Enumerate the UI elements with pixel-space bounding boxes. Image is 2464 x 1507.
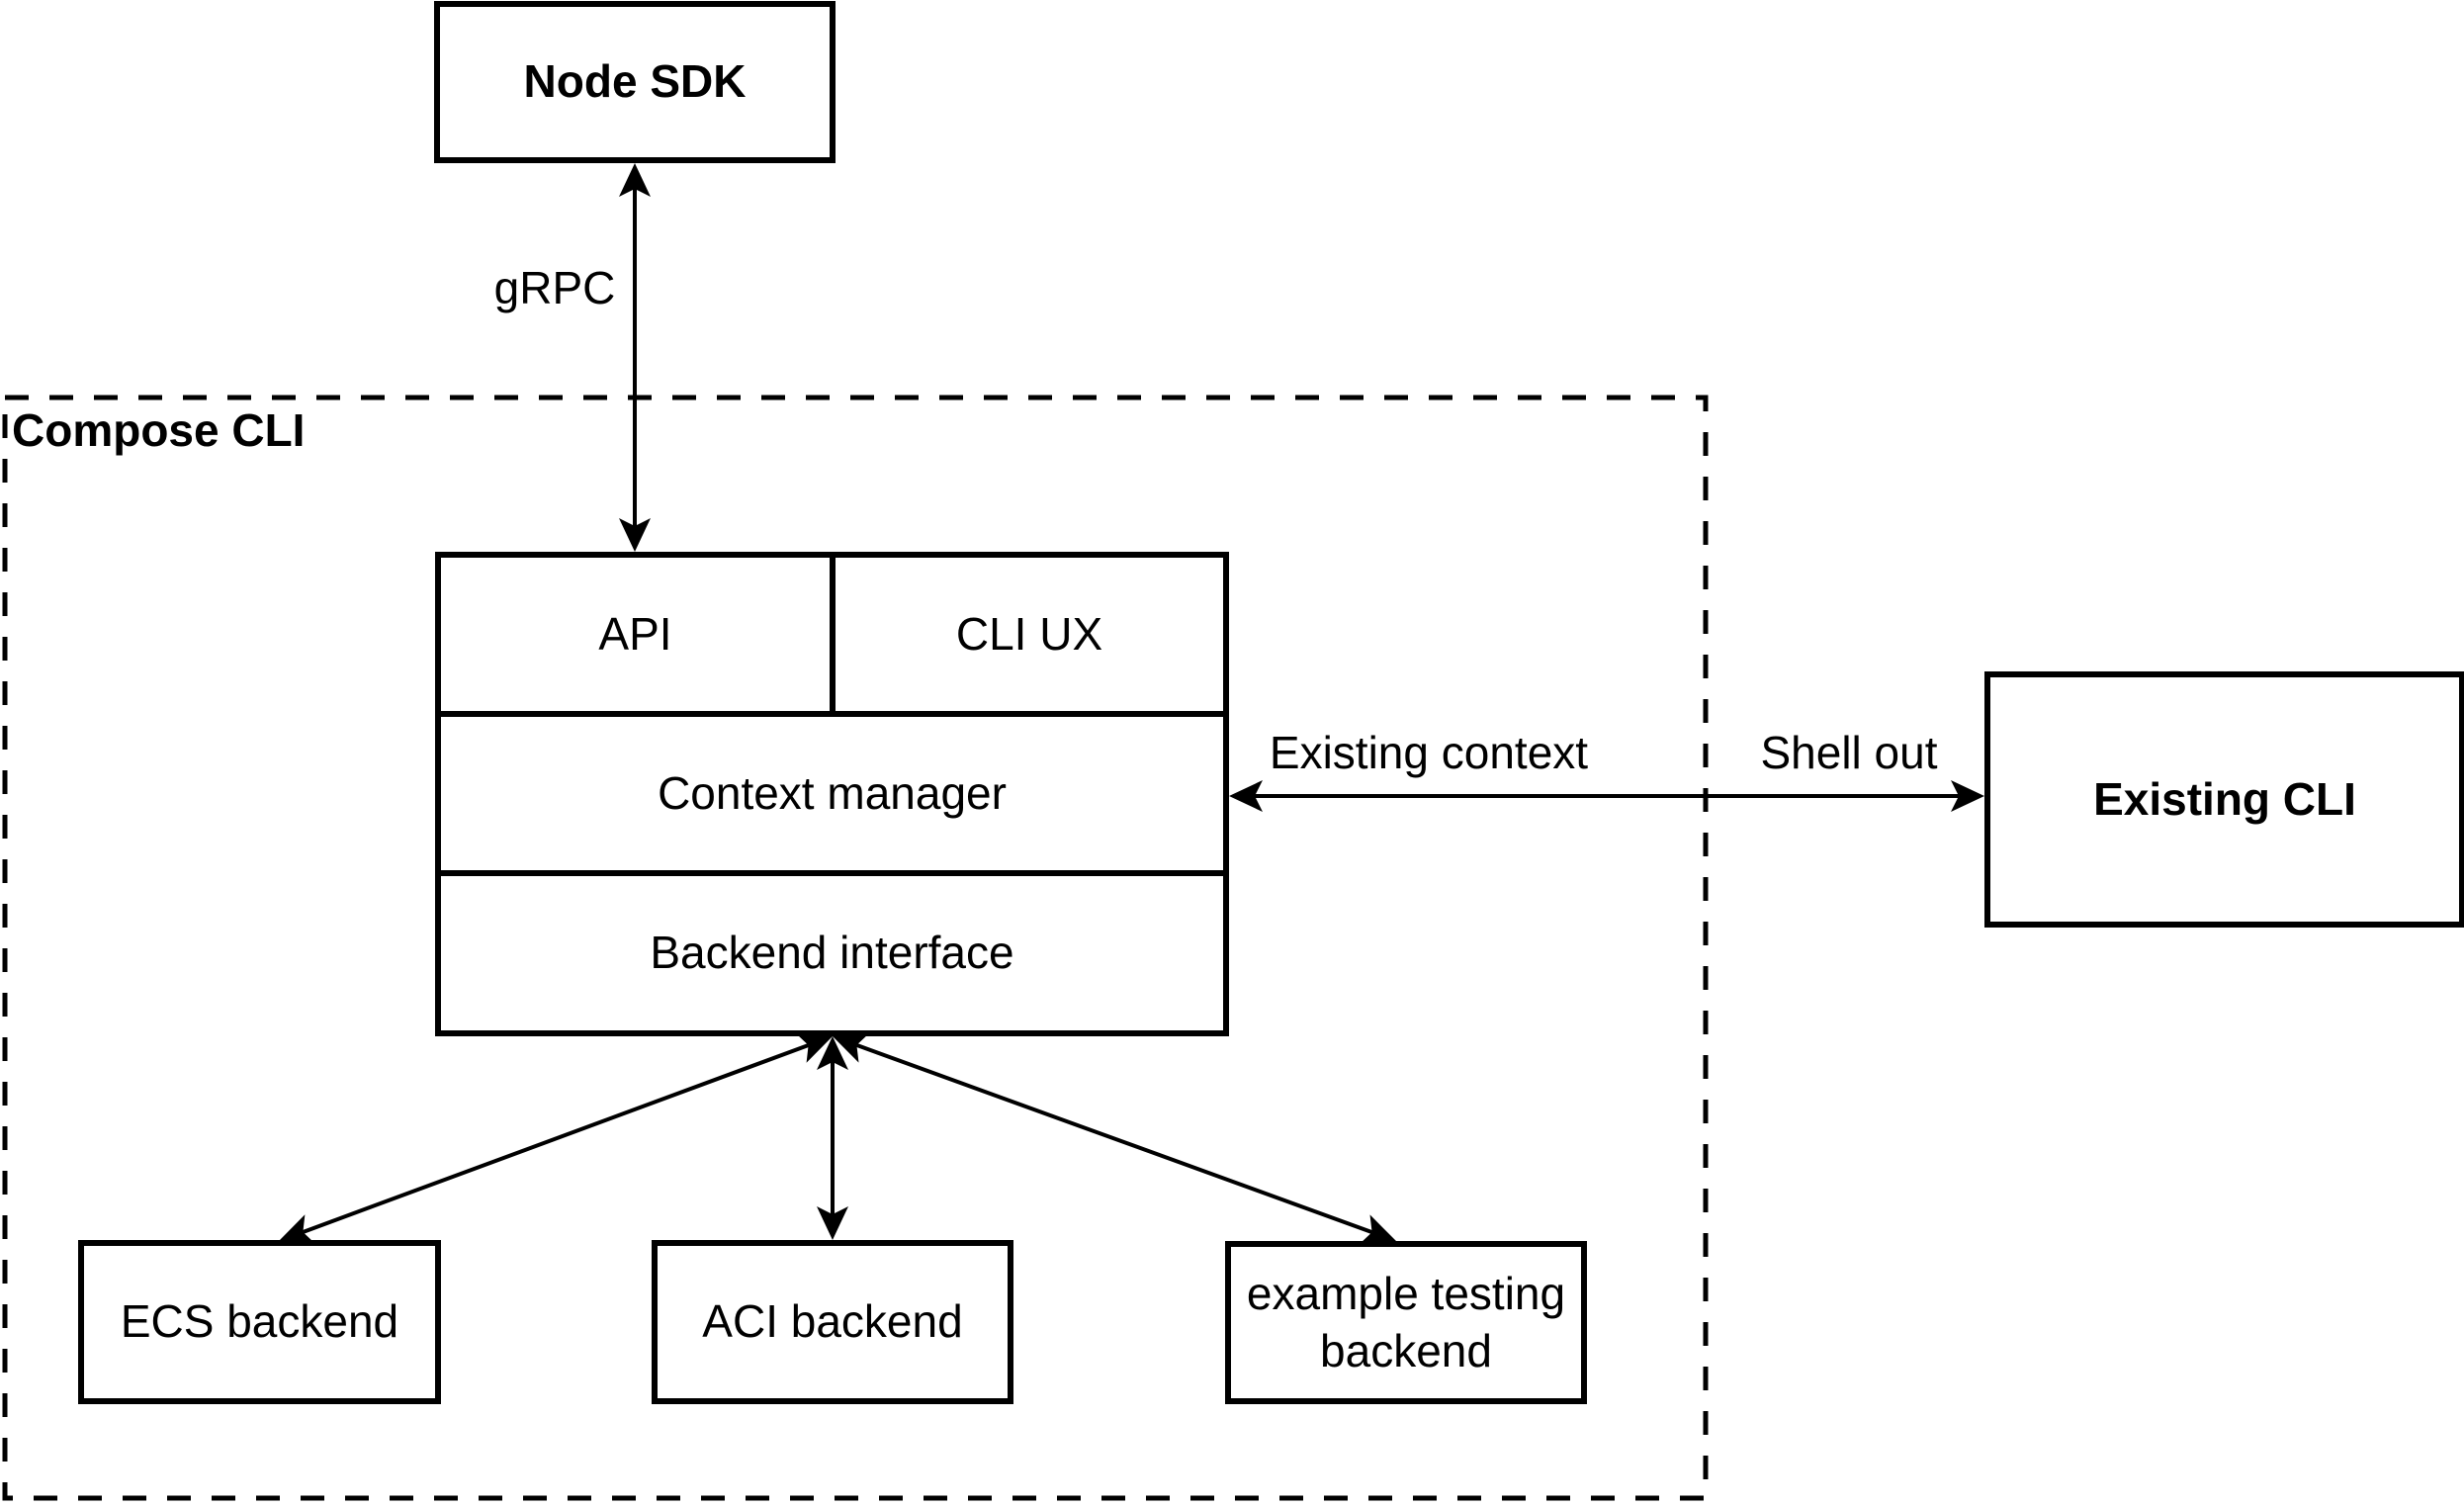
aci-backend-label: ACI backend <box>702 1295 963 1348</box>
api-cell-label: API <box>598 607 672 660</box>
example-testing-backend-box <box>1225 1241 1587 1404</box>
existing-context-edge-label: Existing context <box>1269 727 1589 779</box>
ecs-backend-label: ECS backend <box>120 1295 399 1348</box>
cli-ux-cell-label: CLI UX <box>955 607 1103 660</box>
ecs-backend-box <box>78 1240 441 1404</box>
context-manager-cell-label: Context manager <box>658 766 1007 819</box>
edge-existing-context-shell-out <box>1229 780 1984 812</box>
node-sdk-box <box>434 1 836 163</box>
edge-grpc <box>619 163 651 552</box>
edge-backend-to-aci <box>817 1036 848 1240</box>
edge-backend-to-example <box>833 1032 1396 1245</box>
existing-cli-label: Existing CLI <box>2093 772 2356 825</box>
existing-cli-box <box>1984 671 2464 928</box>
aci-backend-box <box>652 1240 1013 1404</box>
node-sdk-label: Node SDK <box>523 55 747 108</box>
shell-out-edge-label: Shell out <box>1760 727 1938 779</box>
compose-cli-container-border <box>2 395 1709 1501</box>
backend-interface-cell-label: Backend interface <box>650 927 1014 979</box>
compose-cli-container-label: Compose CLI <box>12 404 306 457</box>
example-testing-backend-label: example testing backend <box>1246 1268 1566 1376</box>
edge-backend-to-ecs <box>279 1032 833 1245</box>
grpc-edge-label: gRPC <box>493 262 616 314</box>
